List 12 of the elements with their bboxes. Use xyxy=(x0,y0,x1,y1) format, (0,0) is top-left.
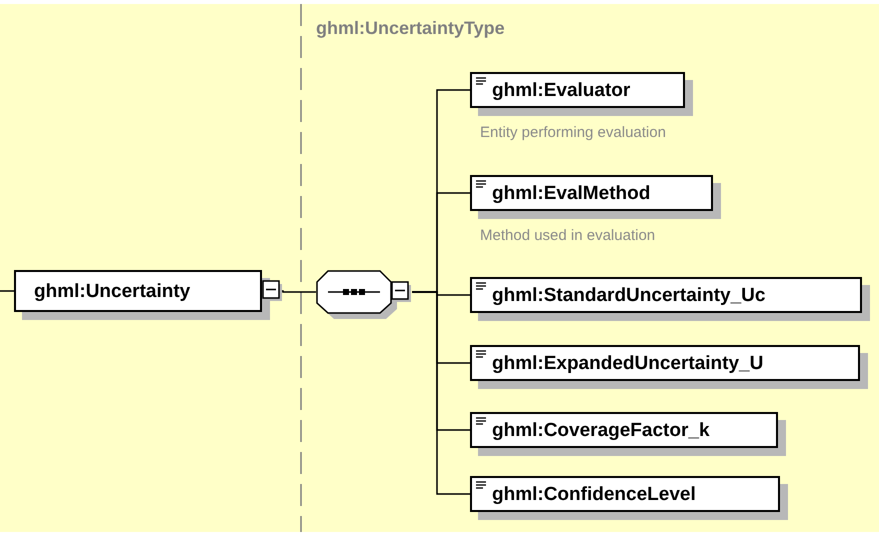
element-name: ghml:ExpandedUncertainty_U xyxy=(492,354,764,372)
element-name: ghml:Uncertainty xyxy=(34,282,190,300)
connector-line xyxy=(412,291,470,495)
annotation-text: Method used in evaluation xyxy=(480,226,656,246)
connector-line xyxy=(0,290,14,292)
type-label: ghml:UncertaintyType xyxy=(316,17,505,40)
element-name: ghml:StandardUncertainty_Uc xyxy=(492,286,766,304)
element-name: ghml:ConfidenceLevel xyxy=(492,484,696,504)
element-name: ghml:Evaluator xyxy=(492,80,630,100)
element-name: ghml:CoverageFactor_k xyxy=(492,420,710,440)
element-name: ghml:EvalMethod xyxy=(492,184,650,202)
annotation-text: Entity performing evaluation xyxy=(480,123,666,143)
